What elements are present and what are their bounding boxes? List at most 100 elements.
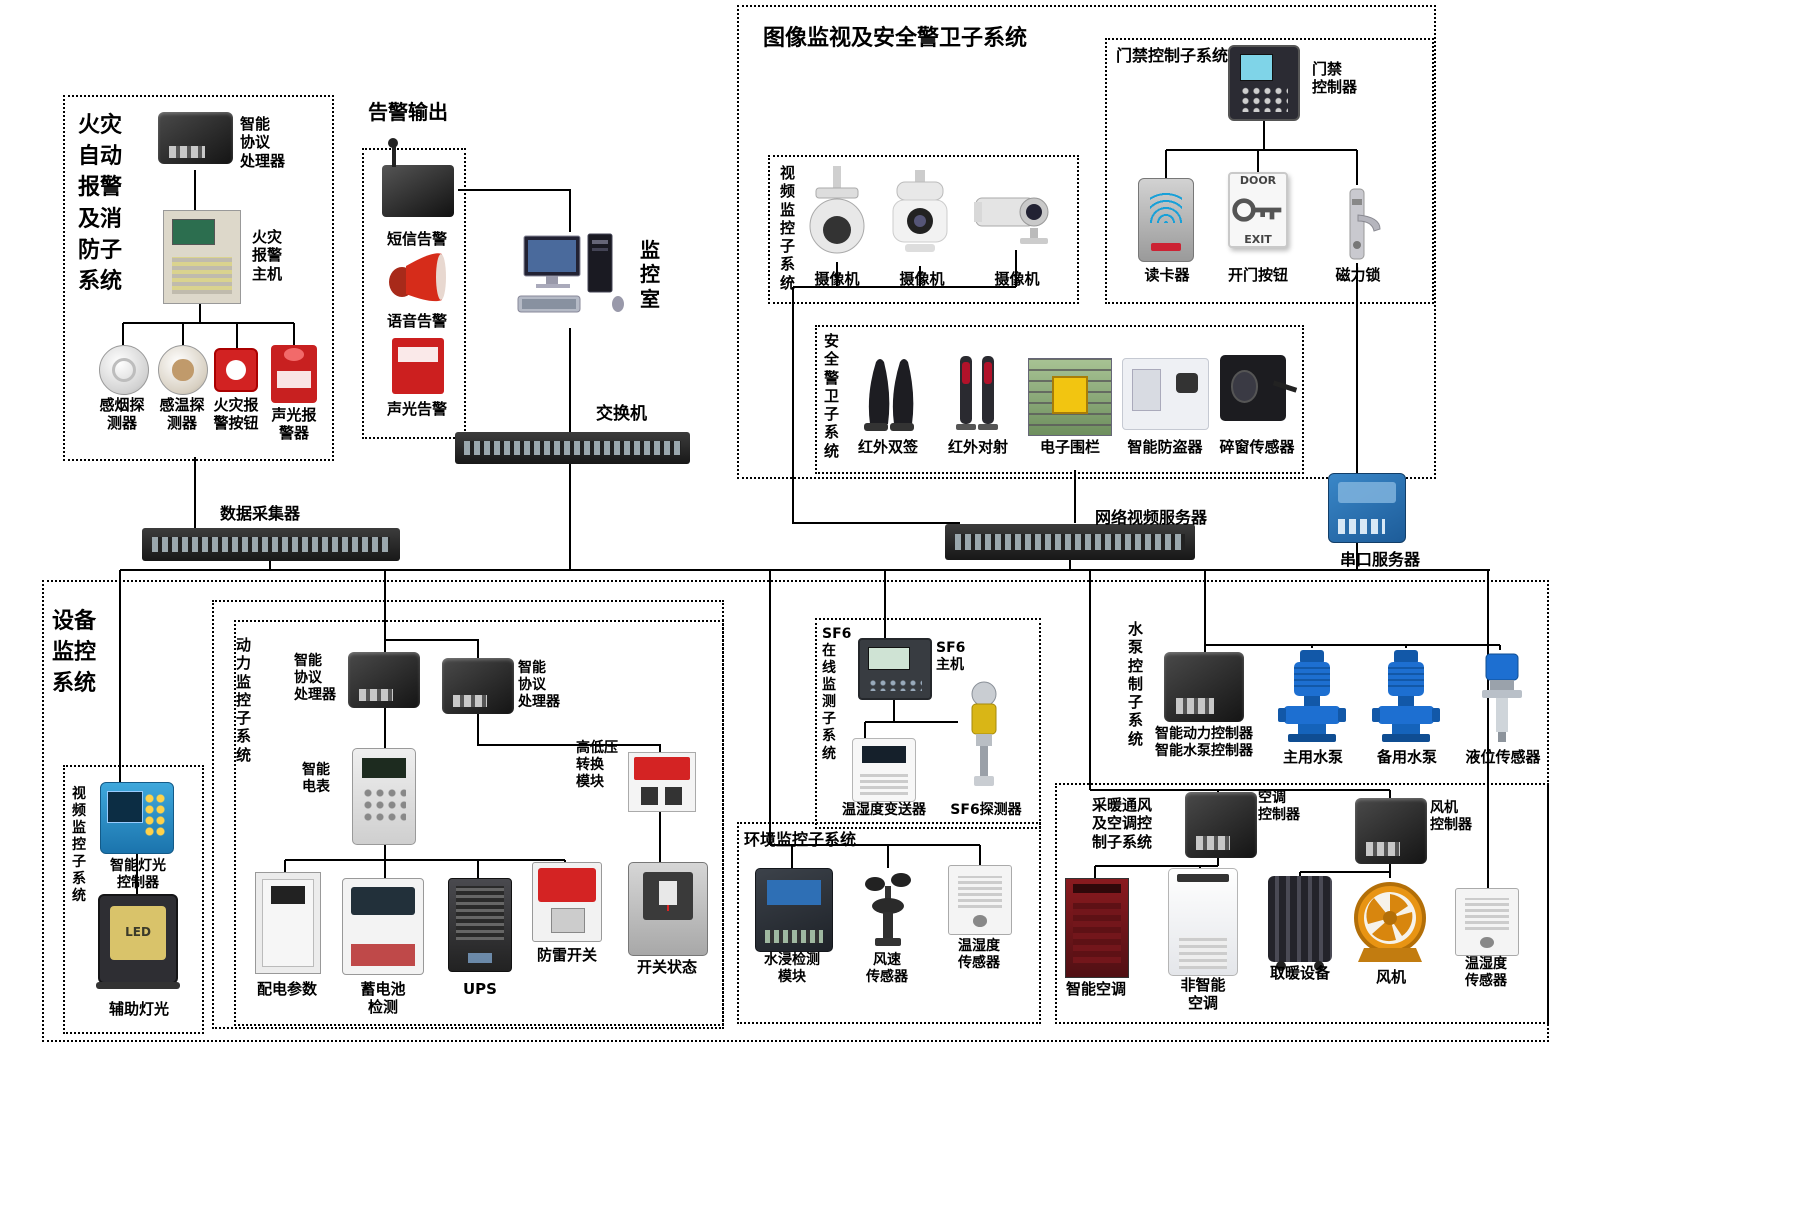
main-pump-label: 主用水泵 xyxy=(1282,748,1343,766)
pump-controller-label: 智能动力控制器 智能水泵控制器 xyxy=(1155,726,1253,760)
video-sub-label: 视 频 监 控 子 系 统 xyxy=(780,164,796,292)
hvac-th-label: 温湿度 传感器 xyxy=(1465,956,1507,990)
sf6-host-image xyxy=(858,638,932,700)
ac-controller-image xyxy=(1185,792,1257,858)
breaker-status-label: 开关状态 xyxy=(636,958,697,976)
wind-sensor-image xyxy=(855,868,920,950)
fence-label: 电子围栏 xyxy=(1039,438,1100,456)
hvac-title: 采暖通风 及空调控 制子系统 xyxy=(1092,796,1153,851)
smart-meter-label: 智能 电表 xyxy=(302,762,330,796)
window-sensor-label: 碎窗传感器 xyxy=(1219,438,1295,456)
access-title: 门禁控制子系统 xyxy=(1116,46,1229,65)
env-th-label: 温湿度 传感器 xyxy=(958,938,1000,972)
fire-button-label: 火灾报 警按钮 xyxy=(213,396,259,433)
fan-label: 风机 xyxy=(1375,968,1406,986)
ac-controller-label: 空调 控制器 xyxy=(1258,790,1300,824)
heat-detector-label: 感温探 测器 xyxy=(159,396,205,433)
control-room-label: 监 控 室 xyxy=(640,238,660,311)
ir-dual-label: 红外双签 xyxy=(857,438,918,456)
transmitter-label: 温湿度变送器 xyxy=(842,802,926,818)
electronic-fence-image xyxy=(1028,358,1112,436)
fan-controller-label: 风机 控制器 xyxy=(1430,800,1472,834)
maglock-label: 磁力锁 xyxy=(1335,266,1381,284)
th-transmitter-image xyxy=(852,738,916,802)
data-collector-image xyxy=(142,528,400,561)
sf6-detector-image xyxy=(958,678,1010,793)
smart-meter-image xyxy=(352,748,416,845)
fan-controller-image xyxy=(1355,798,1427,864)
dome-camera-image xyxy=(808,166,866,262)
camera2-label: 摄像机 xyxy=(899,270,945,288)
led-text: LED xyxy=(125,925,151,940)
distribution-label: 配电参数 xyxy=(256,980,317,998)
fire-alarm-button-image xyxy=(214,348,258,392)
sf6-detector-label: SF6探测器 xyxy=(950,802,1022,818)
switch-image xyxy=(455,432,690,464)
aux-light-label: 辅助灯光 xyxy=(108,1000,169,1018)
ir-beam-label: 红外对射 xyxy=(947,438,1008,456)
pump-title: 水 泵 控 制 子 系 统 xyxy=(1128,620,1144,748)
door-text: DOOR xyxy=(1239,174,1277,187)
security-sub-label: 安 全 警 卫 子 系 统 xyxy=(824,332,840,460)
access-controller-image xyxy=(1228,45,1300,121)
alarm-output-title: 告警输出 xyxy=(368,100,448,124)
lightning-switch-image xyxy=(532,862,602,942)
smart-ac-image xyxy=(1065,878,1129,978)
anti-theft-image xyxy=(1122,358,1209,430)
sms-alarm-image xyxy=(382,137,454,217)
soundlight-alarm-label: 声光告警 xyxy=(386,400,447,418)
ir-dual-image xyxy=(862,348,917,434)
fire-alarm-host-image xyxy=(163,210,241,304)
bullet-camera-image xyxy=(972,186,1060,250)
camera3-label: 摄像机 xyxy=(994,270,1040,288)
level-sensor-label: 液位传感器 xyxy=(1465,748,1541,766)
lighting-title: 视 频 监 控 子 系 统 xyxy=(72,786,86,905)
fire-host-label: 火灾 报警 主机 xyxy=(252,228,283,283)
equipment-title: 设备 监控 系统 xyxy=(52,609,97,697)
power-title: 动 力 监 控 子 系 统 xyxy=(236,636,252,764)
sms-alarm-label: 短信告警 xyxy=(386,230,447,248)
camera1-label: 摄像机 xyxy=(814,270,860,288)
hv-lv-module-image xyxy=(628,752,696,812)
wind-sensor-label: 风速 传感器 xyxy=(866,952,908,986)
hvac-th-sensor-image xyxy=(1455,888,1519,956)
fan-image xyxy=(1350,878,1430,966)
serial-server-label: 串口服务器 xyxy=(1340,550,1421,569)
anti-theft-label: 智能防盗器 xyxy=(1127,438,1203,456)
water-detect-module-image xyxy=(755,868,833,952)
backup-pump-label: 备用水泵 xyxy=(1376,748,1437,766)
hlv-module-label: 高低压 转换 模块 xyxy=(576,740,618,791)
surveillance-title: 图像监视及安全警卫子系统 xyxy=(763,26,1028,51)
card-reader-image xyxy=(1138,178,1194,262)
water-module-label: 水浸检测 模块 xyxy=(764,952,820,986)
fire-subsystem-title: 火灾 自动 报警 及消 防子 系统 xyxy=(78,113,123,295)
main-pump-image xyxy=(1278,648,1346,746)
key-icon xyxy=(1232,198,1282,222)
level-sensor-image xyxy=(1472,650,1532,745)
battery-label: 蓄电池 检测 xyxy=(360,980,406,1017)
smoke-detector-image xyxy=(99,345,149,395)
power-protocol-processor1-image xyxy=(348,652,420,708)
breaker-status-image xyxy=(628,862,708,956)
heat-detector-image xyxy=(158,345,208,395)
sf6-host-label: SF6 主机 xyxy=(936,640,966,674)
door-exit-button-image: DOOR EXIT xyxy=(1228,172,1288,248)
network-video-server-label: 网络视频服务器 xyxy=(1095,508,1208,527)
env-title: 环境监控子系统 xyxy=(744,830,857,849)
backup-pump-image xyxy=(1372,648,1440,746)
switch-label: 交换机 xyxy=(596,404,647,424)
control-room-computer-image xyxy=(516,232,628,328)
voice-alarm-horn-image xyxy=(386,248,448,306)
power-proc1-label: 智能 协议 处理器 xyxy=(294,653,336,704)
serial-server-image xyxy=(1328,473,1406,543)
smoke-detector-label: 感烟探 测器 xyxy=(99,396,145,433)
ups-label: UPS xyxy=(463,980,497,998)
voice-alarm-label: 语音告警 xyxy=(386,312,447,330)
lightning-switch-label: 防雷开关 xyxy=(536,946,597,964)
non-smart-ac-image xyxy=(1168,868,1238,976)
heater-image xyxy=(1268,876,1332,971)
env-th-sensor-image xyxy=(948,865,1012,935)
fire-processor-label: 智能 协议 处理器 xyxy=(240,115,286,170)
magnetic-lock-image xyxy=(1328,185,1386,263)
